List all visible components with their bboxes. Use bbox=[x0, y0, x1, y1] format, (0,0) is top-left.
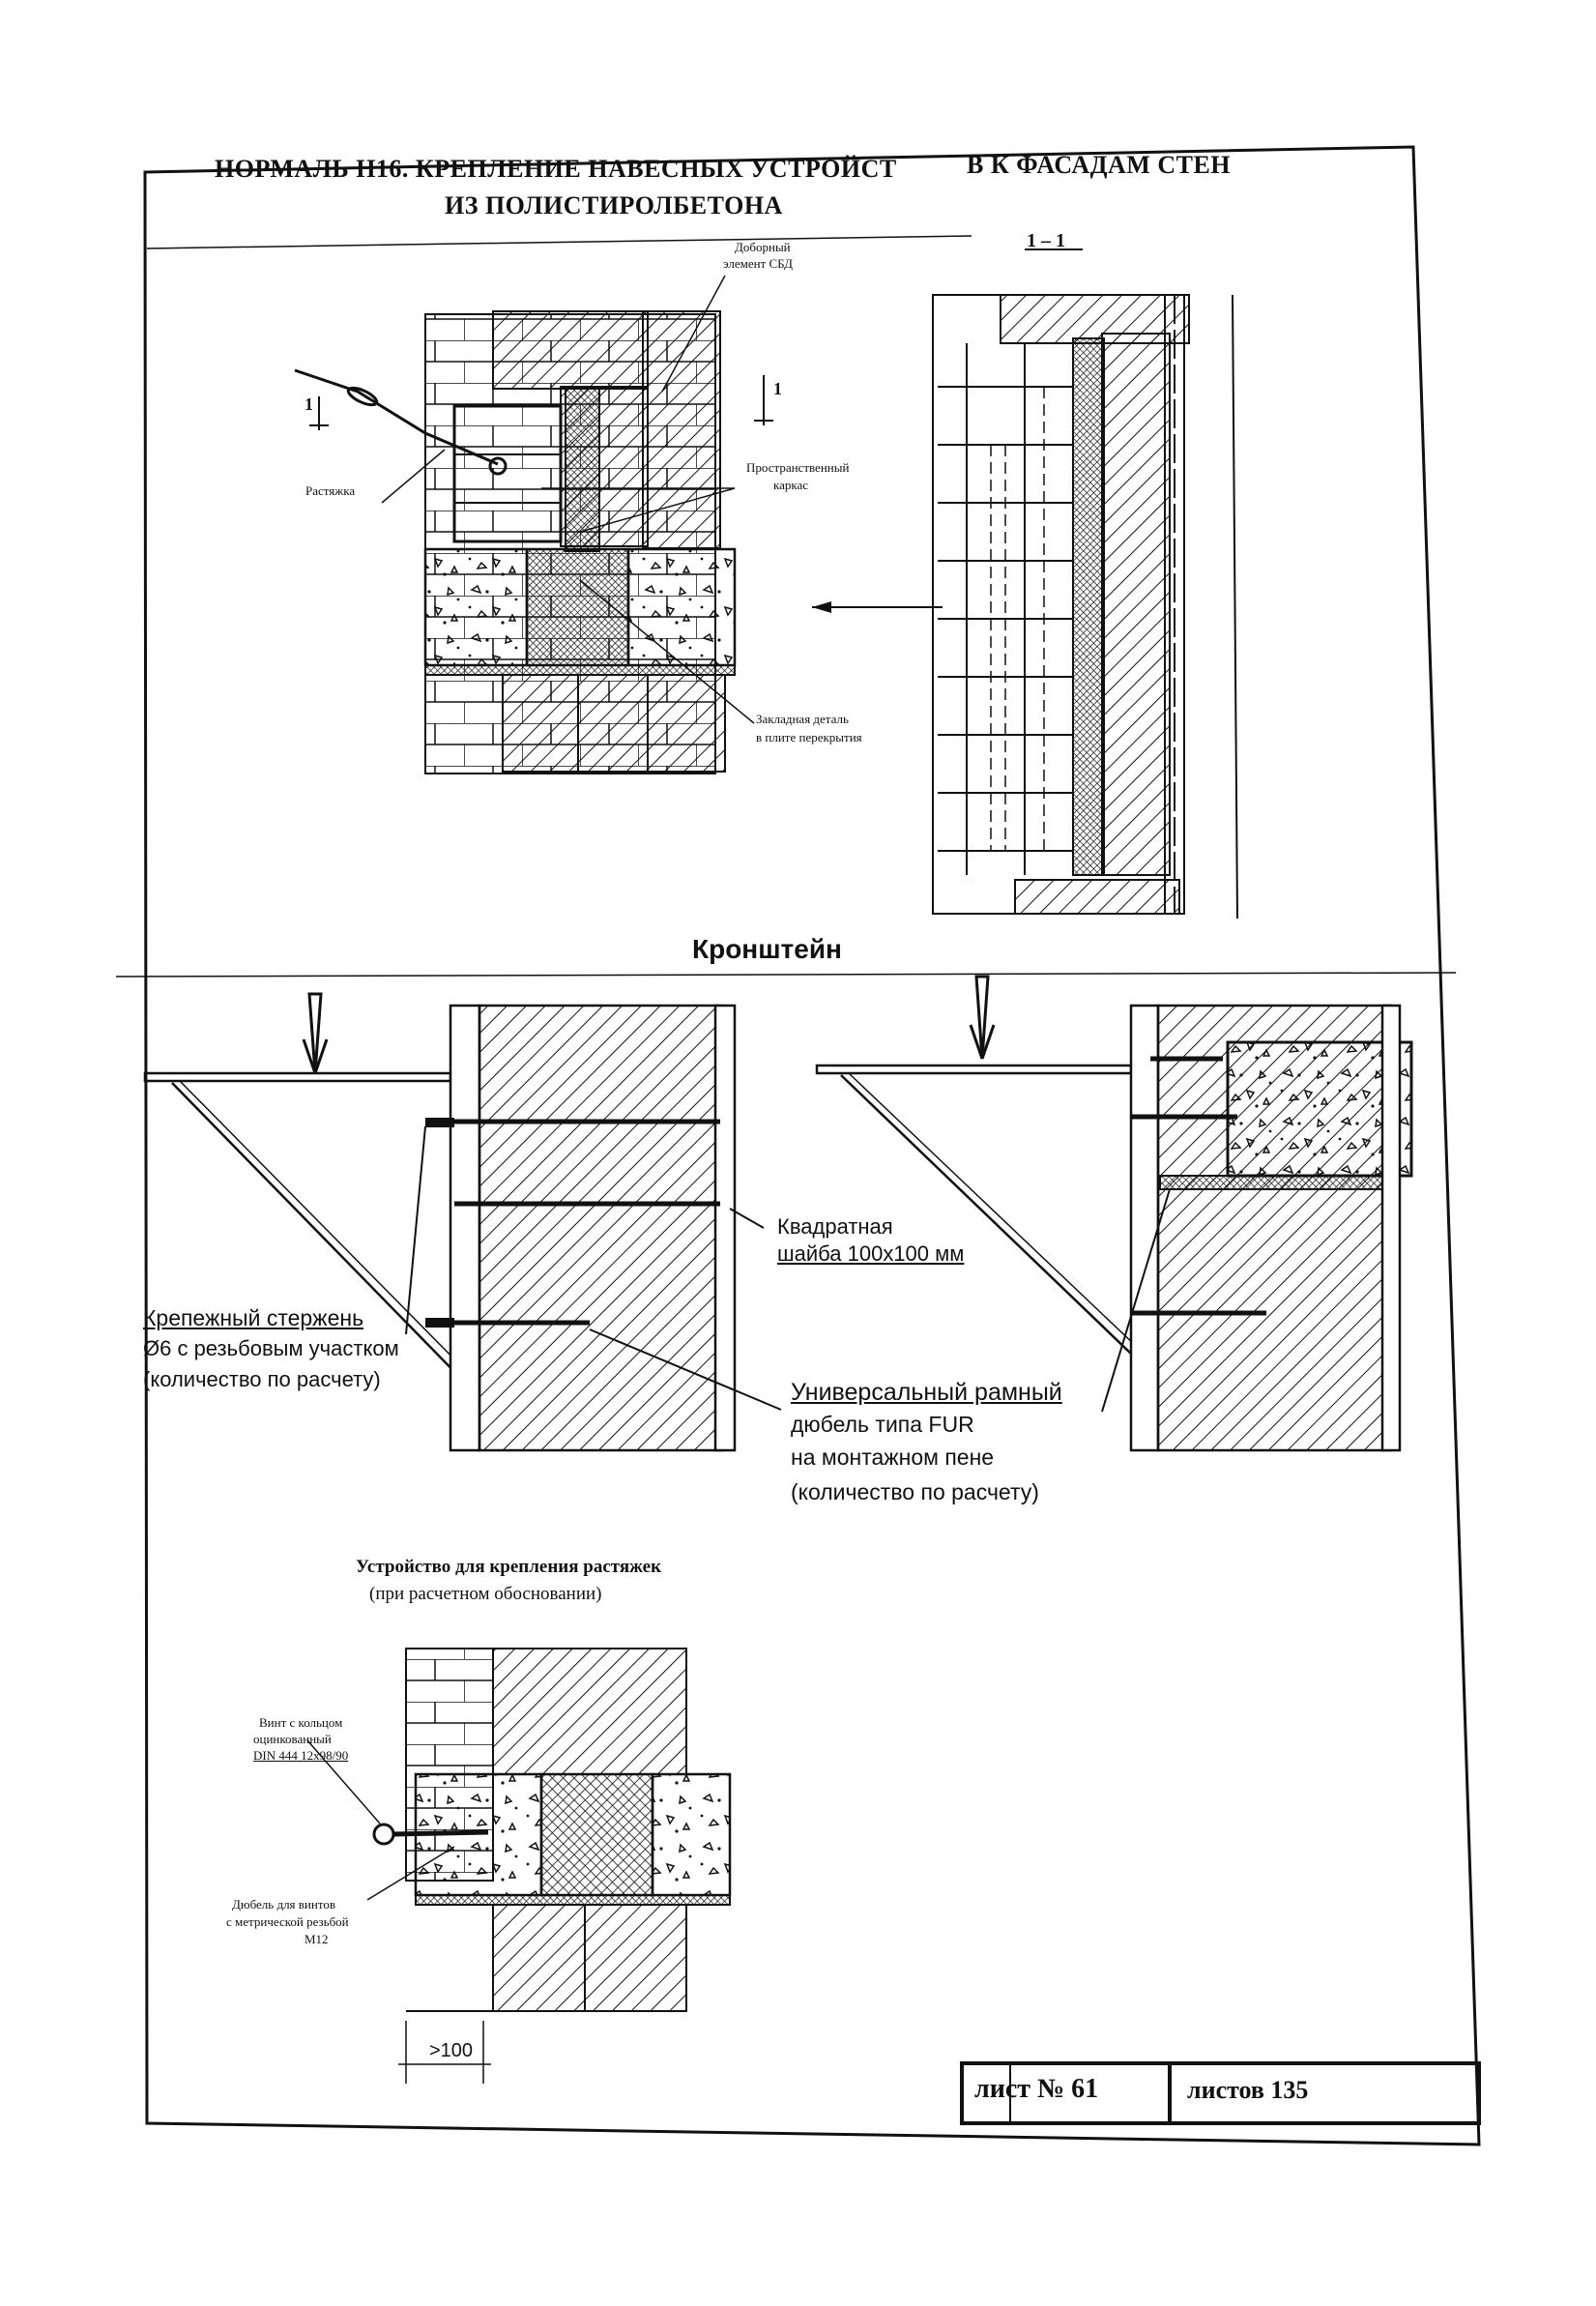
sheet-frame bbox=[115, 145, 1481, 2146]
header-line1-right: В К ФАСАДАМ СТЕН bbox=[967, 151, 1232, 179]
label-dowel-line1: Универсальный рамный bbox=[791, 1379, 1062, 1406]
label-rod-line2: Ø6 с резьбовым участком bbox=[143, 1336, 399, 1360]
label-screw-line1: Винт с кольцом bbox=[259, 1715, 343, 1730]
section-1-1-drawing bbox=[812, 248, 1238, 919]
dimension-label: >100 bbox=[429, 2040, 474, 2061]
top-left-wall-drawing bbox=[294, 275, 773, 774]
label-rod-line3: (количество по расчету) bbox=[143, 1367, 381, 1391]
section-mark-left: 1 bbox=[305, 394, 313, 414]
label-screw-line3: DIN 444 12х98/90 bbox=[253, 1748, 349, 1763]
label-karkas-line1: Пространственный bbox=[746, 460, 850, 475]
label-anchor-dowel-line1: Дюбель для винтов bbox=[232, 1897, 335, 1912]
label-dobor-line2: элемент СБД bbox=[723, 256, 793, 271]
label-washer-line1: Квадратная bbox=[777, 1214, 893, 1239]
stamp-sheet-number: лист № 61 bbox=[974, 2074, 1099, 2104]
anchor-title-line2: (при расчетном обосновании) bbox=[369, 1584, 602, 1604]
label-zakladnaya-line1: Закладная деталь bbox=[756, 712, 849, 726]
header-line1-left: НОРМАЛЬ Н16. КРЕПЛЕНИЕ НАВЕСНЫХ УСТРОЙСТ bbox=[215, 155, 897, 183]
stamp-block bbox=[960, 2061, 1481, 2125]
bracket-right-drawing bbox=[815, 975, 1413, 1452]
label-dobor-line1: Доборный bbox=[735, 240, 791, 254]
label-dowel-line2: дюбель типа FUR bbox=[791, 1412, 974, 1437]
anchor-device-drawing bbox=[306, 1648, 732, 2084]
bracket-left-drawing bbox=[143, 992, 782, 1452]
label-anchor-dowel-line3: М12 bbox=[305, 1932, 329, 1946]
stamp-sheets-total: листов 135 bbox=[1187, 2076, 1309, 2104]
label-dowel-line3: на монтажном пене bbox=[791, 1445, 995, 1470]
section-1-1-title: 1 – 1 bbox=[1027, 230, 1065, 251]
label-karkas-line2: каркас bbox=[773, 478, 809, 492]
label-anchor-dowel-line2: с метрической резьбой bbox=[226, 1914, 349, 1929]
label-rod-line1: Крепежный стержень bbox=[143, 1305, 364, 1330]
bracket-title: Кронштейн bbox=[692, 934, 842, 964]
label-dowel-line4: (количество по расчету) bbox=[791, 1479, 1039, 1504]
label-screw-line2: оцинкованный bbox=[253, 1732, 332, 1746]
header-line2: ИЗ ПОЛИСТИРОЛБЕТОНА bbox=[445, 191, 783, 219]
label-zakladnaya-line2: в плите перекрытия bbox=[756, 730, 862, 744]
anchor-title-line1: Устройство для крепления растяжек bbox=[356, 1557, 662, 1577]
label-washer-line2: шайба 100х100 мм bbox=[777, 1241, 965, 1266]
section-mark-right: 1 bbox=[773, 379, 782, 398]
label-rastyazhka: Растяжка bbox=[305, 483, 356, 498]
